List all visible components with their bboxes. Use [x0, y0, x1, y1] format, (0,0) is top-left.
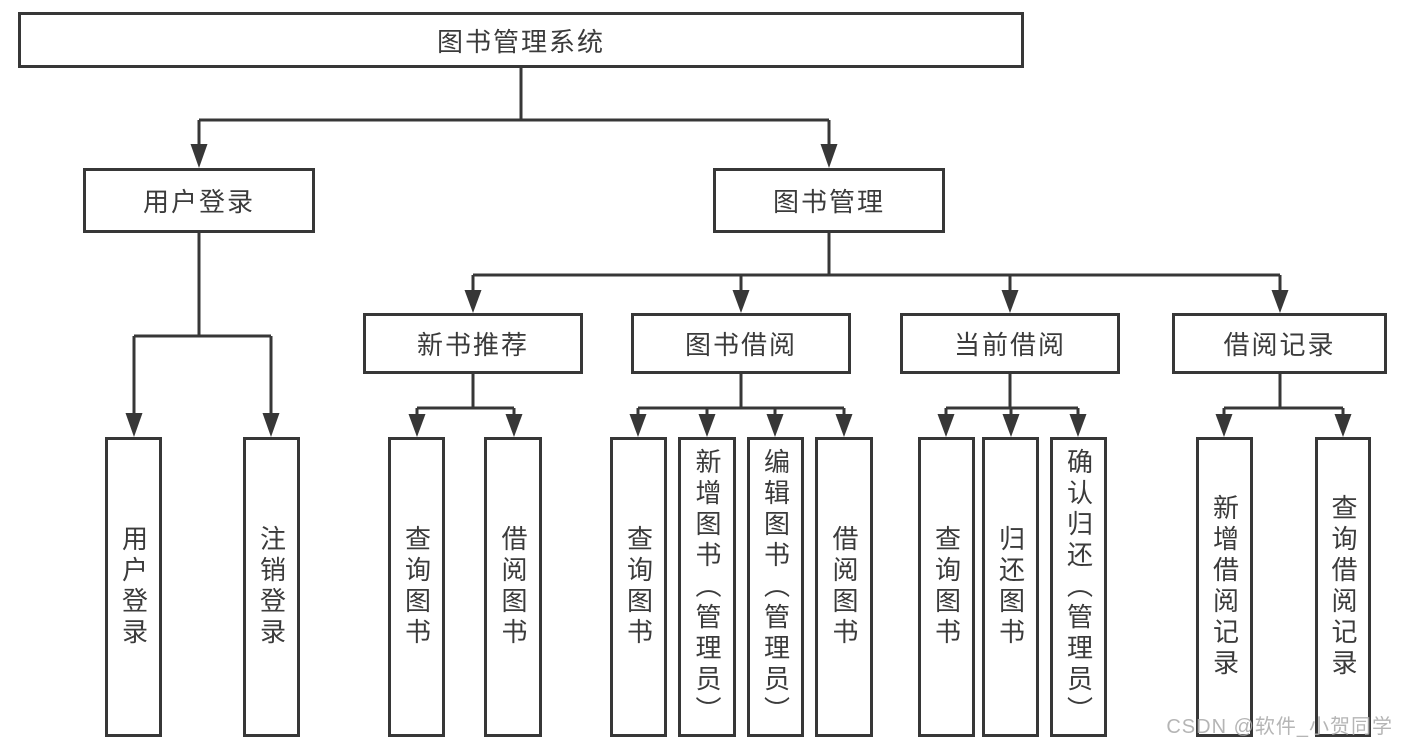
leaf-borrow-books-recommend-label: 借阅图书 — [498, 525, 528, 649]
node-book-borrowing-label: 图书借阅 — [684, 330, 797, 360]
leaf-query-books-borrowing-label: 查询图书 — [623, 525, 654, 649]
leaf-query-books-current-label: 查询图书 — [931, 525, 962, 649]
leaf-return-books: 归还图书 — [982, 437, 1039, 737]
node-user-login-label: 用户登录 — [142, 187, 255, 217]
node-book-borrowing: 图书借阅 — [631, 313, 851, 374]
leaf-logout-label: 注销登录 — [256, 525, 287, 649]
node-borrowing-records: 借阅记录 — [1172, 313, 1387, 374]
node-borrowing-records-label: 借阅记录 — [1223, 330, 1336, 360]
leaf-borrow-books: 借阅图书 — [815, 437, 873, 737]
leaf-confirm-return-admin: 确认归还（管理员） — [1050, 437, 1107, 737]
leaf-query-books-recommend: 查询图书 — [388, 437, 445, 737]
leaf-confirm-return-admin-label: 确认归还（管理员） — [1063, 447, 1094, 727]
node-current-borrowing-label: 当前借阅 — [953, 330, 1066, 360]
leaf-query-borrow-record: 查询借阅记录 — [1315, 437, 1371, 737]
leaf-borrow-books-recommend: 借阅图书 — [484, 437, 542, 737]
node-new-book-recommend: 新书推荐 — [363, 313, 583, 374]
leaf-user-login: 用户登录 — [105, 437, 162, 737]
leaf-query-books-borrowing: 查询图书 — [610, 437, 667, 737]
leaf-borrow-books-label: 借阅图书 — [829, 525, 859, 649]
node-book-management-label: 图书管理 — [772, 187, 885, 217]
node-new-book-recommend-label: 新书推荐 — [416, 330, 529, 360]
leaf-return-books-label: 归还图书 — [995, 525, 1026, 649]
watermark: CSDN @软件_小贺同学 — [1166, 716, 1393, 738]
node-book-management: 图书管理 — [713, 168, 945, 233]
node-root: 图书管理系统 — [18, 12, 1024, 68]
leaf-query-books-recommend-label: 查询图书 — [401, 525, 432, 649]
leaf-add-books-admin: 新增图书（管理员） — [678, 437, 736, 737]
arrowheads — [125, 144, 1352, 437]
leaf-query-books-current: 查询图书 — [918, 437, 975, 737]
leaf-edit-books-admin: 编辑图书（管理员） — [747, 437, 804, 737]
leaf-edit-books-admin-label: 编辑图书（管理员） — [760, 447, 791, 727]
leaf-add-borrow-record-label: 新增借阅记录 — [1209, 494, 1240, 680]
leaf-query-borrow-record-label: 查询借阅记录 — [1328, 494, 1358, 680]
leaf-user-login-label: 用户登录 — [118, 525, 149, 649]
leaf-add-books-admin-label: 新增图书（管理员） — [692, 447, 722, 727]
node-root-label: 图书管理系统 — [436, 26, 605, 57]
node-user-login: 用户登录 — [83, 168, 315, 233]
node-current-borrowing: 当前借阅 — [900, 313, 1120, 374]
leaf-add-borrow-record: 新增借阅记录 — [1196, 437, 1253, 737]
leaf-logout: 注销登录 — [243, 437, 300, 737]
